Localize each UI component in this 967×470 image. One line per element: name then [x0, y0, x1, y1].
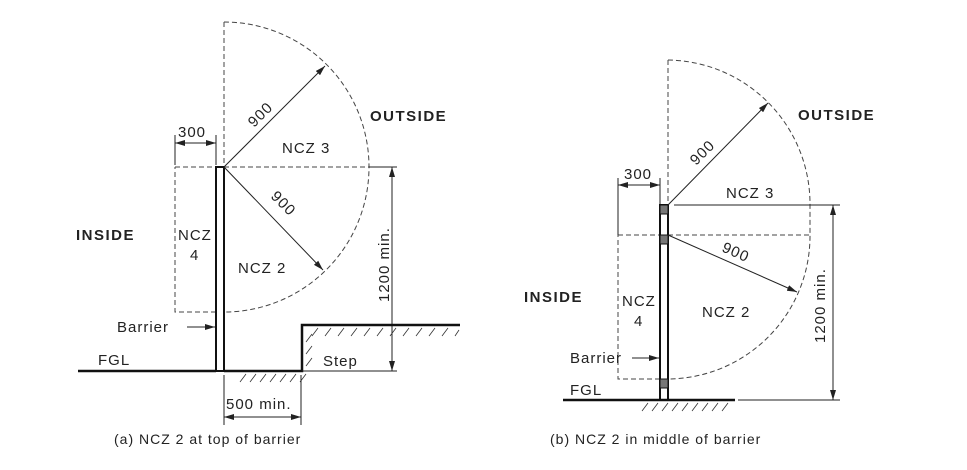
height-label-a: 1200 min.: [376, 227, 393, 302]
height-label-b: 1200 min.: [812, 268, 829, 343]
ncz2-label-b: NCZ 2: [702, 304, 750, 321]
rail-block: [659, 204, 669, 215]
outside-label-a: OUTSIDE: [370, 108, 447, 125]
radius-arrow-lower-a: [223, 166, 324, 271]
barrier-b: [659, 204, 669, 401]
ncz4-label-b: NCZ: [622, 293, 656, 310]
rail-block: [659, 378, 669, 389]
radius-arrow-upper-b: [667, 102, 769, 206]
ground-hatch-b: [641, 402, 729, 412]
barrier-label-b: Barrier: [570, 350, 622, 367]
ncz4-box-a: [174, 167, 216, 313]
caption-b: (b) NCZ 2 in middle of barrier: [550, 431, 761, 447]
radius-arrow-lower-b: [667, 234, 798, 293]
fgl-label-b: FGL: [570, 382, 602, 399]
fgl-label-a: FGL: [98, 352, 130, 369]
radius-label-upper-b: 900: [687, 137, 719, 169]
panel-b: 300 900 900 NCZ 3 NCZ 2 NCZ 4 INSIDE OUT…: [524, 59, 875, 447]
ncz4-box-b: [617, 235, 660, 380]
ncz4-number-a: 4: [190, 247, 199, 264]
caption-a: (a) NCZ 2 at top of barrier: [114, 431, 301, 447]
inside-label-a: INSIDE: [76, 227, 135, 244]
outside-label-b: OUTSIDE: [798, 107, 875, 124]
ncz2-label-a: NCZ 2: [238, 260, 286, 277]
ncz4-label-a: NCZ: [178, 227, 212, 244]
radius-label-lower-b: 900: [719, 239, 752, 266]
dim-300-label-a: 300: [178, 124, 206, 141]
ncz3-label-a: NCZ 3: [282, 140, 330, 157]
ncz4-number-b: 4: [634, 313, 643, 330]
ground-hatch-a: [239, 327, 460, 383]
barrier-label-a: Barrier: [117, 319, 169, 336]
ncz-arc-b: [667, 59, 811, 380]
inside-label-b: INSIDE: [524, 289, 583, 306]
ncz3-label-b: NCZ 3: [726, 185, 774, 202]
step-outline-a: [224, 323, 460, 373]
step-label-a: Step: [323, 353, 358, 370]
step-width-label-a: 500 min.: [226, 396, 292, 413]
radius-arrow-upper-a: [223, 65, 326, 168]
dim-300-label-b: 300: [624, 166, 652, 183]
barrier-a: [215, 166, 225, 372]
radius-label-upper-a: 900: [245, 99, 277, 131]
rail-block: [659, 234, 669, 245]
panel-a: 300 900 900 NCZ 3 NCZ 2 NCZ 4 INSIDE OUT…: [76, 21, 460, 447]
radius-label-lower-a: 900: [267, 188, 299, 220]
